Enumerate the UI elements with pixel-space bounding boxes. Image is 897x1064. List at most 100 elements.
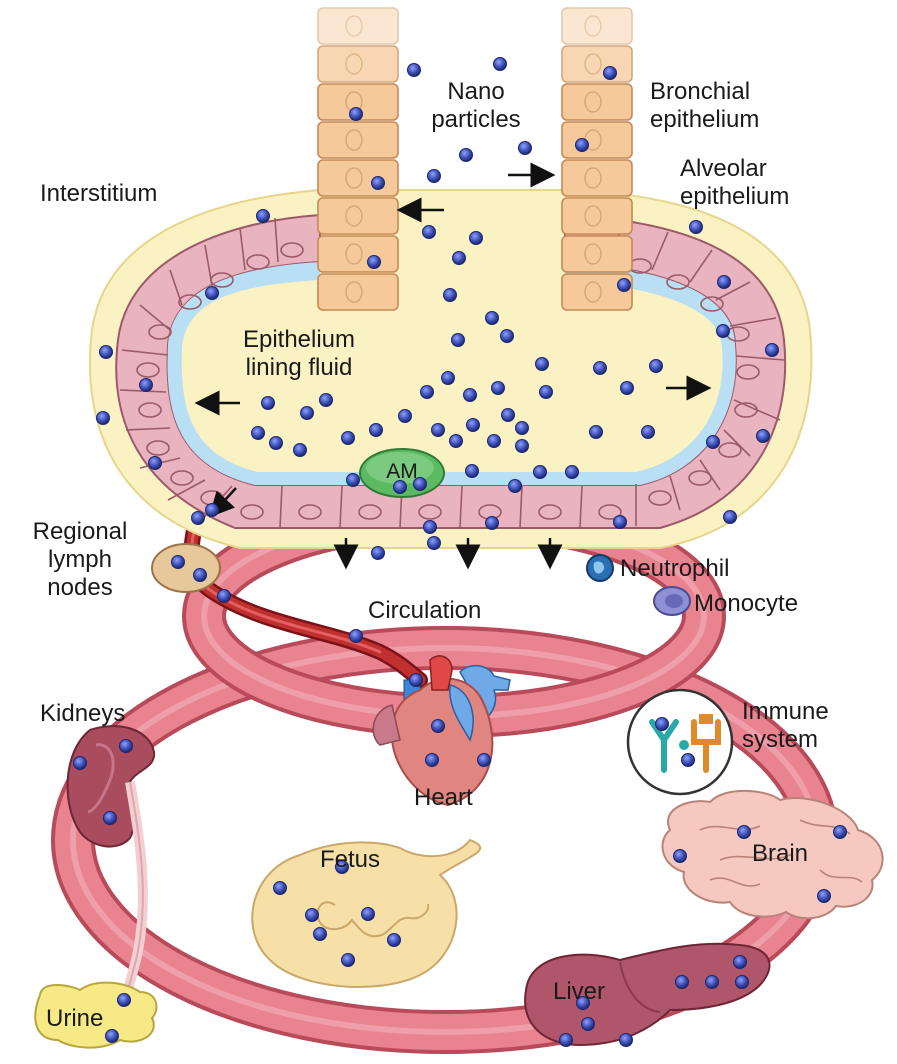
nanoparticle [306,909,319,922]
nanoparticle [516,422,529,435]
nanoparticle [350,108,363,121]
bronchial-cell [562,8,632,44]
label-nano-line1: Nano [420,78,532,106]
nanoparticle [426,754,439,767]
nanoparticle [432,720,445,733]
neutrophil-cell [587,555,613,581]
nanoparticle [149,457,162,470]
bronchial-cell [562,122,632,158]
nanoparticle [301,407,314,420]
nanoparticle [706,976,719,989]
label-nano-line2: particles [420,106,532,134]
nanoparticle [707,436,720,449]
nanoparticle [621,382,634,395]
nanoparticle [218,590,231,603]
nanoparticle [676,976,689,989]
nanoparticle [682,754,695,767]
label-circulation: Circulation [368,597,481,625]
nanoparticle [172,556,185,569]
nanoparticle [604,67,617,80]
nanoparticle [534,466,547,479]
nanoparticle [118,994,131,1007]
nanoparticle [194,569,207,582]
nanoparticle [560,1034,573,1047]
nanoparticle [442,372,455,385]
nanoparticle [370,424,383,437]
label-bronchial-line2: epithelium [650,106,759,134]
label-liver: Liver [553,978,605,1006]
bronchial-cell [318,46,398,82]
nanoparticle [423,226,436,239]
bronchial-cell [318,236,398,272]
nanoparticle [519,142,532,155]
label-lymph-line1: Regional [10,518,150,546]
nanoparticle [140,379,153,392]
nanoparticle [494,58,507,71]
nanoparticle [509,480,522,493]
label-bronchial-epithelium: Bronchial epithelium [650,78,759,134]
label-lymph-line3: nodes [10,574,150,602]
bronchial-cell [562,84,632,120]
nanoparticle [656,718,669,731]
nanoparticle [421,386,434,399]
label-regional-lymph-nodes: Regional lymph nodes [10,518,150,602]
nanoparticle [274,882,287,895]
nanoparticle [368,256,381,269]
nanoparticle [452,334,465,347]
label-epithelium-lining-fluid: Epithelium lining fluid [206,326,392,382]
nanoparticle [674,850,687,863]
label-elf-line2: lining fluid [206,354,392,382]
nanoparticle [470,232,483,245]
nanoparticle [718,276,731,289]
nanoparticle [488,435,501,448]
bronchial-cell [318,160,398,196]
nanoparticle [432,424,445,437]
nanoparticle [540,386,553,399]
nanoparticle [492,382,505,395]
label-urine: Urine [46,1005,103,1033]
nanoparticle [502,409,515,422]
nanoparticle [516,440,529,453]
label-neutrophil: Neutrophil [620,555,729,583]
label-immune-system: Immune system [742,698,829,754]
nanoparticle [342,432,355,445]
nanoparticle [347,474,360,487]
nanoparticle [618,279,631,292]
bronchial-cell [562,160,632,196]
nanoparticle [350,630,363,643]
label-immune-line1: Immune [742,698,829,726]
label-nano-particles: Nano particles [420,78,532,134]
bronchial-cell [562,236,632,272]
nanoparticle [650,360,663,373]
nanoparticle [460,149,473,162]
nanoparticle [834,826,847,839]
nanoparticle [314,928,327,941]
label-fetus: Fetus [320,846,380,874]
bronchial-cell [318,8,398,44]
bronchial-cell [318,274,398,310]
nanoparticle [428,537,441,550]
label-alveolar-epithelium: Alveolar epithelium [680,155,789,211]
label-heart: Heart [414,784,473,812]
nanoparticle [690,221,703,234]
nanoparticle [566,466,579,479]
label-immune-line2: system [742,726,829,754]
nanoparticle [372,547,385,560]
label-elf-line1: Epithelium [206,326,392,354]
nanoparticle [424,521,437,534]
nanoparticle [428,170,441,183]
nanoparticle [270,437,283,450]
nanoparticle [717,325,730,338]
nanoparticle [252,427,265,440]
nanoparticle [399,410,412,423]
bronchial-cell [318,122,398,158]
lymph-node [152,544,220,592]
nanoparticle [262,397,275,410]
nanoparticle [466,465,479,478]
nanoparticle [192,512,205,525]
nanoparticle [206,504,219,517]
nanoparticle [74,757,87,770]
nanoparticle [818,890,831,903]
nanoparticle [467,419,480,432]
